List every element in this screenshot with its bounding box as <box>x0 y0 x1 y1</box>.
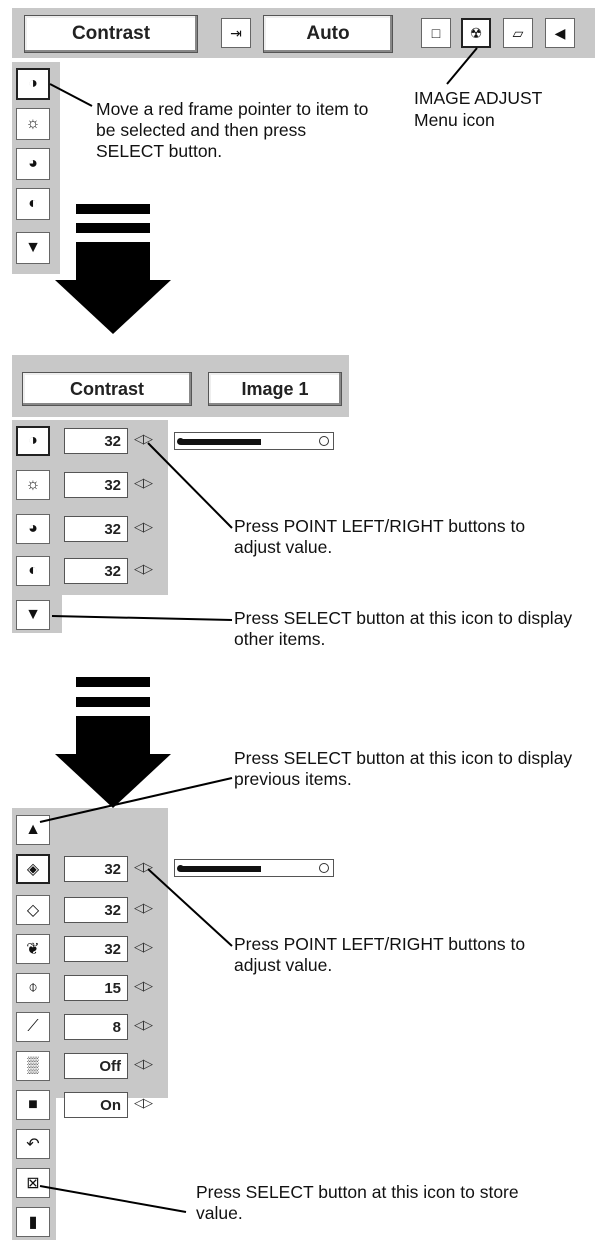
green-icon[interactable]: ◇ <box>16 895 50 925</box>
arrow-bar <box>76 242 150 282</box>
noise-reduction-adjust-arrows[interactable]: ◁▷ <box>134 1056 153 1071</box>
slider-min-dot <box>177 438 184 445</box>
red-icon[interactable]: ◈ <box>16 854 50 884</box>
sharpness-icon[interactable]: ⌽ <box>16 973 50 1003</box>
progressive-value: On <box>64 1092 128 1118</box>
contrast-icon[interactable]: ◑ <box>16 68 50 100</box>
slider-min-dot <box>177 865 184 872</box>
color-icon[interactable]: ◕ <box>16 514 50 544</box>
callout-icon-title: IMAGE ADJUST <box>414 88 543 108</box>
blue-value: 32 <box>64 936 128 962</box>
red-level-slider[interactable] <box>174 859 334 877</box>
input-mode-label: Auto <box>263 15 393 53</box>
tint-value: 32 <box>64 558 128 584</box>
color-icon[interactable]: ◕ <box>16 148 50 180</box>
screen-icon[interactable]: ▱ <box>503 18 533 48</box>
callout-icon-subtitle: Menu icon <box>414 110 495 130</box>
contrast-icon[interactable]: ◑ <box>16 426 50 456</box>
down-transition-arrow <box>55 280 171 334</box>
down-transition-arrow <box>55 754 171 808</box>
current-item-label: Contrast <box>22 372 192 406</box>
reset-icon[interactable]: ↶ <box>16 1129 50 1159</box>
progressive-adjust-arrows[interactable]: ◁▷ <box>134 1095 153 1110</box>
contrast-adjust-arrows[interactable]: ◁▷ <box>134 431 153 446</box>
slider-fill <box>181 439 261 445</box>
arrow-bar <box>76 716 150 756</box>
red-value: 32 <box>64 856 128 882</box>
brightness-icon[interactable]: ☼ <box>16 108 50 140</box>
green-adjust-arrows[interactable]: ◁▷ <box>134 900 153 915</box>
gamma-value: 8 <box>64 1014 128 1040</box>
sharpness-value: 15 <box>64 975 128 1001</box>
callout-store-text: Press SELECT button at this icon to stor… <box>196 1182 519 1223</box>
callout-prev-text: Press SELECT button at this icon to disp… <box>234 748 573 789</box>
brightness-icon[interactable]: ☼ <box>16 470 50 500</box>
sharpness-adjust-arrows[interactable]: ◁▷ <box>134 978 153 993</box>
noise-reduction-icon[interactable]: ▒ <box>16 1051 50 1081</box>
callout-pointer-text: Move a red frame pointer to item to be s… <box>96 99 369 161</box>
arrow-bar <box>76 697 150 707</box>
slider-max-knob <box>319 436 329 446</box>
color-adjust-arrows[interactable]: ◁▷ <box>134 519 153 534</box>
down-arrow-icon[interactable]: ▼ <box>16 232 50 264</box>
contrast-level-slider[interactable] <box>174 432 334 450</box>
green-value: 32 <box>64 897 128 923</box>
noise-reduction-value: Off <box>64 1053 128 1079</box>
tint-icon[interactable]: ◐ <box>16 556 50 586</box>
color-value: 32 <box>64 516 128 542</box>
gamma-adjust-arrows[interactable]: ◁▷ <box>134 1017 153 1032</box>
tint-adjust-arrows[interactable]: ◁▷ <box>134 561 153 576</box>
tint-icon[interactable]: ◐ <box>16 188 50 220</box>
callout-adjust-text: Press POINT LEFT/RIGHT buttons to adjust… <box>234 516 526 557</box>
image-adjust-icon[interactable]: ☢ <box>461 18 491 48</box>
sound-icon[interactable]: ◀ <box>545 18 575 48</box>
image-mode-label: Image 1 <box>208 372 342 406</box>
brightness-adjust-arrows[interactable]: ◁▷ <box>134 475 153 490</box>
quit-icon[interactable]: ▮ <box>16 1207 50 1237</box>
down-arrow-icon[interactable]: ▼ <box>16 600 50 630</box>
slider-max-knob <box>319 863 329 873</box>
progressive-icon[interactable]: ■ <box>16 1090 50 1120</box>
callout-next-text: Press SELECT button at this icon to disp… <box>234 608 573 649</box>
arrow-bar <box>76 204 150 214</box>
blue-adjust-arrows[interactable]: ◁▷ <box>134 939 153 954</box>
contrast-value: 32 <box>64 428 128 454</box>
callout-adjust-text: Press POINT LEFT/RIGHT buttons to adjust… <box>234 934 526 975</box>
gamma-icon[interactable]: ⟋ <box>16 1012 50 1042</box>
arrow-bar <box>76 223 150 233</box>
store-icon[interactable]: ⊠ <box>16 1168 50 1198</box>
exit-icon[interactable]: ⇥ <box>221 18 251 48</box>
image-select-icon[interactable]: □ <box>421 18 451 48</box>
blue-icon[interactable]: ❦ <box>16 934 50 964</box>
brightness-value: 32 <box>64 472 128 498</box>
arrow-bar <box>76 677 150 687</box>
current-item-label: Contrast <box>24 15 198 53</box>
slider-fill <box>181 866 261 872</box>
